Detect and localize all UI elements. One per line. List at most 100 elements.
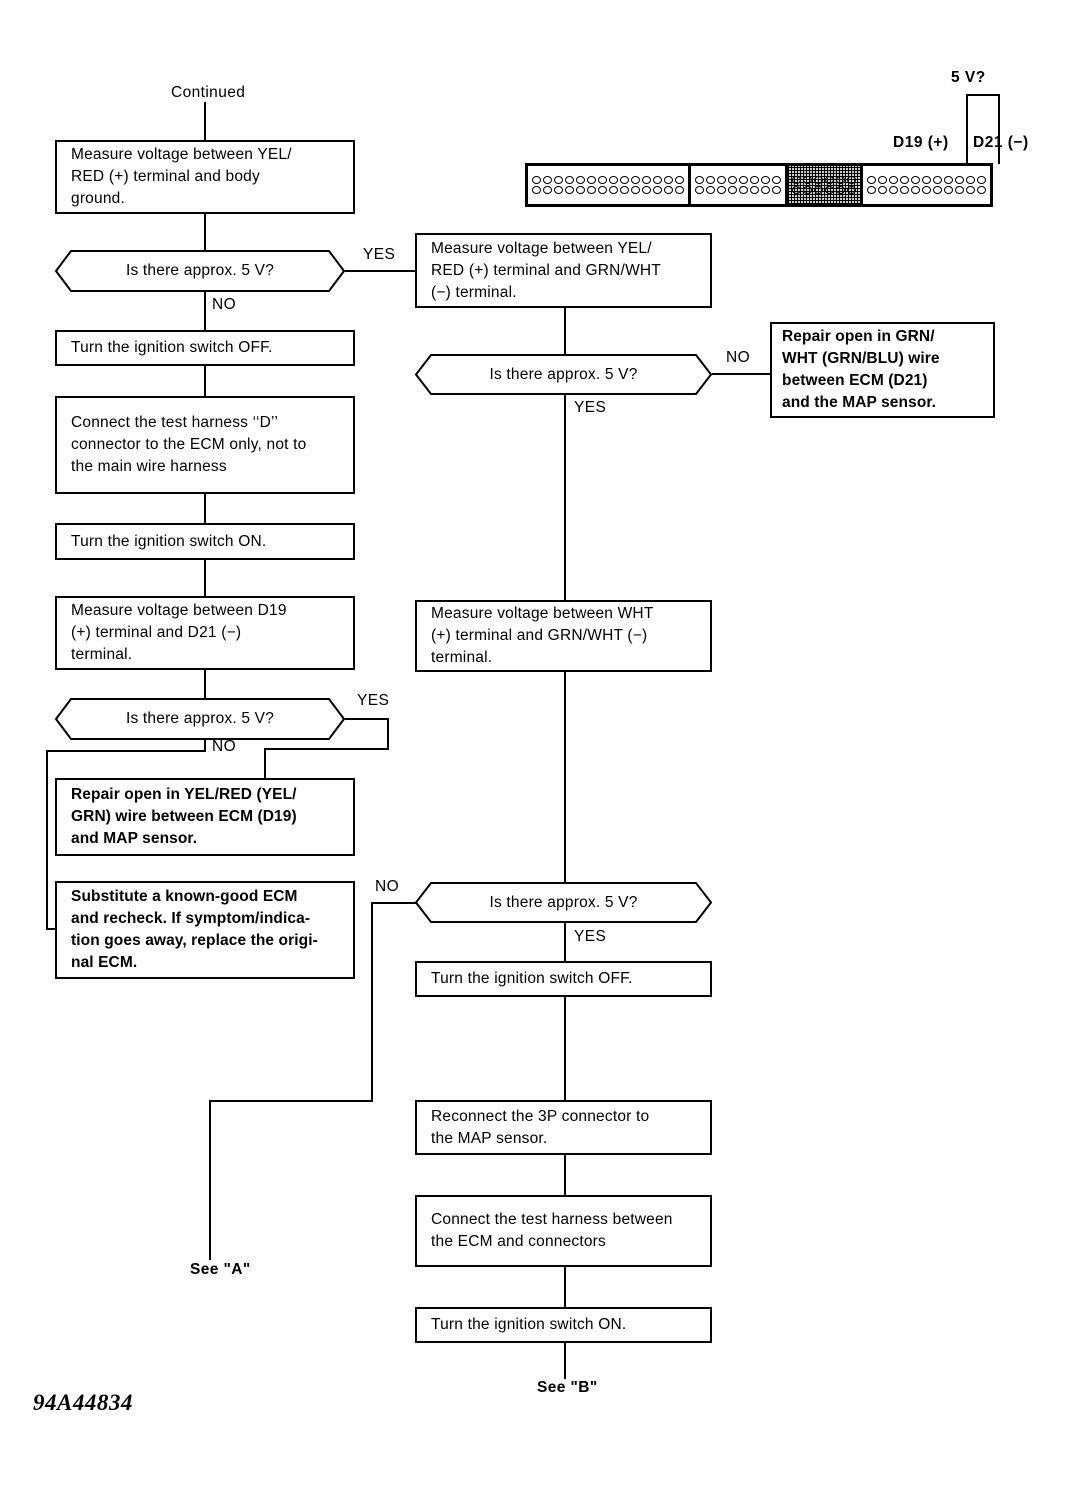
connector-pin: [933, 186, 942, 194]
connector-pin-row: [532, 186, 684, 194]
branch-no-line-decision4-v: [371, 902, 373, 1102]
decision-is-there-approx-5v-4: Is there approx. 5 V?: [415, 882, 712, 923]
decision-text: Is there approx. 5 V?: [489, 893, 638, 911]
connector-pin: [878, 186, 887, 194]
decision-is-there-approx-5v-3: Is there approx. 5 V?: [415, 354, 712, 395]
branch-no-line-decision3: [712, 373, 770, 375]
see-a-label: See "A": [190, 1261, 251, 1278]
action-text: Substitute a known-good ECM and recheck.…: [71, 888, 318, 971]
step-reconnect-3p-connector: Reconnect the 3P connector to the MAP se…: [415, 1100, 712, 1155]
connector-pin: [543, 176, 552, 184]
step-text: Measure voltage between YEL/ RED (+) ter…: [71, 146, 292, 207]
connector-pin: [867, 176, 876, 184]
connector-pin: [717, 176, 726, 184]
connector-pin: [695, 186, 704, 194]
step-text: Connect the test harness between the ECM…: [431, 1211, 673, 1250]
connector-pin: [609, 176, 618, 184]
connector-pin: [792, 176, 801, 184]
action-repair-open-grn-wht-wire: Repair open in GRN/ WHT (GRN/BLU) wire b…: [770, 322, 995, 418]
connector-pin: [717, 186, 726, 194]
connector-pin: [576, 186, 585, 194]
connector-pin: [675, 176, 684, 184]
connector-line-continued-to-box1: [204, 102, 206, 140]
connector-pin: [803, 176, 812, 184]
connector-pin-row: [532, 176, 684, 184]
connector-pin: [706, 186, 715, 194]
continued-label: Continued: [171, 84, 246, 101]
connector-pin-row: [792, 186, 856, 194]
connector-pin: [847, 186, 856, 194]
connector-pin: [825, 176, 834, 184]
step-connect-test-harness-d: Connect the test harness ‘‘D’’ connector…: [55, 396, 355, 494]
connector-bracket-right-leg: [998, 94, 1000, 164]
step-measure-yel-red-and-grn-wht: Measure voltage between YEL/ RED (+) ter…: [415, 233, 712, 308]
step-connect-test-harness-between-ecm: Connect the test harness between the ECM…: [415, 1195, 712, 1267]
branch-no-line-decision2-into-substitute: [46, 928, 58, 930]
step-measure-wht-and-grn-wht: Measure voltage between WHT (+) terminal…: [415, 600, 712, 672]
branch-yes-line-decision1: [345, 270, 415, 272]
connector-segment-2: [691, 166, 788, 204]
connector-pin: [922, 186, 931, 194]
connector-pin: [761, 176, 770, 184]
connector-pin: [911, 176, 920, 184]
connector-pin: [772, 176, 781, 184]
connector-pin: [977, 176, 986, 184]
connector-pin: [792, 186, 801, 194]
connector-pin: [576, 176, 585, 184]
connector-pin: [836, 176, 845, 184]
connector-pin: [598, 186, 607, 194]
action-repair-open-yel-red-wire: Repair open in YEL/RED (YEL/ GRN) wire b…: [55, 778, 355, 856]
branch-label-yes-decision3: YES: [574, 399, 607, 416]
connector-pin: [532, 186, 541, 194]
connector-pin: [750, 176, 759, 184]
branch-yes-line-decision2-h1: [345, 718, 389, 720]
step-turn-ignition-switch-off-left: Turn the ignition switch OFF.: [55, 330, 355, 366]
connector-bracket-top: [966, 94, 1000, 96]
connector-pin-row: [867, 176, 986, 184]
connector-pin: [631, 176, 640, 184]
branch-label-no-decision1: NO: [212, 296, 237, 313]
step-text: Measure voltage between D19 (+) terminal…: [71, 602, 287, 663]
connector-line-ignition-off-to-harness-d: [204, 366, 206, 396]
connector-line-ignition-on-to-measure-d19: [204, 560, 206, 596]
branch-yes-line-decision2-v: [387, 718, 389, 750]
connector-positive-pin-label: D19 (+): [893, 134, 949, 151]
connector-pin: [695, 176, 704, 184]
branch-no-line-decision1: [204, 292, 206, 330]
connector-pin: [836, 186, 845, 194]
connector-pin: [653, 176, 662, 184]
branch-no-line-decision4-h2: [209, 1100, 373, 1102]
branch-no-line-decision2-stub: [204, 740, 206, 752]
figure-id-label: 94A44834: [33, 1390, 133, 1415]
branch-yes-line-decision4: [564, 923, 566, 961]
step-text: Turn the ignition switch OFF.: [431, 970, 633, 987]
connector-pin: [772, 186, 781, 194]
see-b-label: See "B": [537, 1379, 598, 1396]
connector-pin: [598, 176, 607, 184]
connector-line-ignition-off-to-reconnect-3p: [564, 997, 566, 1100]
connector-segment-4: [863, 166, 990, 204]
connector-line-box1-to-decision1: [204, 214, 206, 250]
connector-pin: [642, 176, 651, 184]
connector-line-measure-d19-to-decision2: [204, 670, 206, 698]
step-measure-voltage-d19-d21: Measure voltage between D19 (+) terminal…: [55, 596, 355, 670]
step-turn-ignition-switch-on-right: Turn the ignition switch ON.: [415, 1307, 712, 1343]
connector-pin-row: [695, 186, 781, 194]
connector-bracket-left-leg: [966, 94, 968, 164]
connector-pin: [900, 186, 909, 194]
branch-no-line-decision2-v: [46, 750, 48, 930]
branch-no-line-decision4-h: [371, 902, 417, 904]
step-measure-yel-red-body-ground: Measure voltage between YEL/ RED (+) ter…: [55, 140, 355, 214]
connector-pin-row: [695, 176, 781, 184]
connector-pin: [761, 186, 770, 194]
connector-pin: [911, 186, 920, 194]
connector-pin: [565, 176, 574, 184]
connector-pin: [900, 176, 909, 184]
connector-pin: [543, 186, 552, 194]
connector-pin: [944, 186, 953, 194]
connector-pin: [739, 186, 748, 194]
step-text: Reconnect the 3P connector to the MAP se…: [431, 1107, 650, 1147]
connector-pin: [933, 176, 942, 184]
connector-pin: [664, 186, 673, 194]
connector-line-reconnect-to-connect-harness: [564, 1155, 566, 1195]
